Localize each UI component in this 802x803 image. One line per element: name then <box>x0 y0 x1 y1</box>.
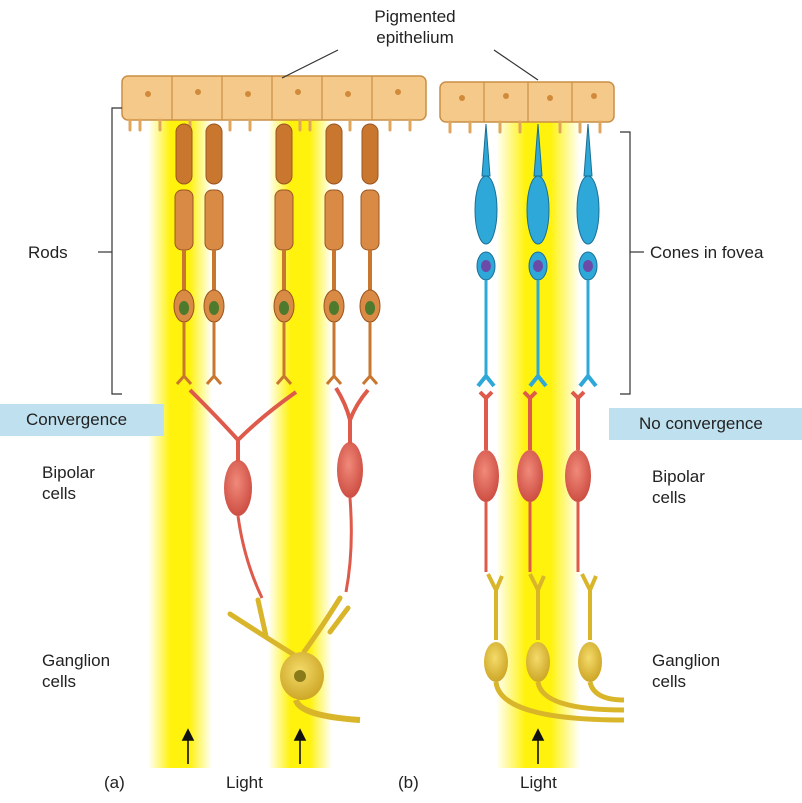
bipolar-cells-label-right: Bipolar cells <box>652 466 705 508</box>
cone-terminal <box>580 376 596 386</box>
cones-in-fovea-label: Cones in fovea <box>650 242 763 263</box>
rod-inner-segment <box>325 190 343 250</box>
rod-nucleus <box>279 301 289 315</box>
cones-group <box>475 124 599 386</box>
bipolar-axon <box>346 498 351 592</box>
cone-inner-segment <box>577 176 599 244</box>
cone-terminal <box>478 376 494 386</box>
light-arrows <box>183 730 543 764</box>
no-convergence-band: No convergence <box>609 408 802 440</box>
pigmented-epithelium-line2: epithelium <box>352 27 478 48</box>
cone-outer-segment <box>482 124 490 176</box>
bipolar-right-line1: Bipolar <box>652 466 705 487</box>
rod-outer-segment <box>176 124 192 184</box>
ganglion-left-line1: Ganglion <box>42 650 110 671</box>
ganglion-cells-label-right: Ganglion cells <box>652 650 720 692</box>
rod-nucleus <box>365 301 375 315</box>
bipolar-left-line2: cells <box>42 483 95 504</box>
bipolar-left-line1: Bipolar <box>42 462 95 483</box>
bipolar-dendrites <box>336 388 368 420</box>
rod-inner-segment <box>205 190 223 250</box>
rod-terminal <box>363 376 377 384</box>
bipolar-cell-b1 <box>473 392 499 572</box>
cone-nucleus <box>481 260 491 272</box>
ganglion-cell-b3 <box>578 574 624 700</box>
ganglion-left-line2: cells <box>42 671 110 692</box>
bipolar-cell-body <box>565 450 591 502</box>
ganglion-cell-body <box>578 642 602 682</box>
rod-nucleus <box>209 301 219 315</box>
rod-nucleus <box>329 301 339 315</box>
rod-inner-segment <box>175 190 193 250</box>
rod-outer-segment <box>362 124 378 184</box>
bipolar-right-line2: cells <box>652 487 705 508</box>
cone-nucleus <box>533 260 543 272</box>
ganglion-right-line2: cells <box>652 671 720 692</box>
ganglion-axon <box>590 682 624 700</box>
panel-b-label: (b) <box>398 772 419 793</box>
bipolar-cells-group <box>190 388 591 598</box>
bipolar-cells-label-left: Bipolar cells <box>42 462 95 504</box>
rod-nucleus <box>179 301 189 315</box>
bipolar-cell-body <box>473 450 499 502</box>
no-convergence-label: No convergence <box>639 414 763 433</box>
rod-outer-segment <box>206 124 222 184</box>
rod-outer-segment <box>276 124 292 184</box>
bipolar-cell-body <box>337 442 363 498</box>
rod-inner-segment <box>361 190 379 250</box>
ganglion-cell-body <box>484 642 508 682</box>
ganglion-cells-label-left: Ganglion cells <box>42 650 110 692</box>
convergence-label: Convergence <box>26 410 127 429</box>
bipolar-cell-body <box>517 450 543 502</box>
cone-outer-segment <box>584 124 592 176</box>
rod-inner-segment <box>275 190 293 250</box>
ganglion-cell-body <box>526 642 550 682</box>
light-label-right: Light <box>520 772 557 793</box>
cone-3 <box>577 124 599 386</box>
cone-1 <box>475 124 497 386</box>
bipolar-dendrites <box>480 392 492 398</box>
rod-outer-segment <box>326 124 342 184</box>
ganglion-dendrites <box>582 574 596 590</box>
pigmented-epithelium-label: Pigmented epithelium <box>352 6 478 48</box>
bipolar-cell-body <box>224 460 252 516</box>
ganglion-nucleus <box>294 670 306 682</box>
cone-inner-segment <box>527 176 549 244</box>
rods-label: Rods <box>28 242 68 263</box>
cone-inner-segment <box>475 176 497 244</box>
bipolar-axon <box>238 516 262 598</box>
light-label-left: Light <box>226 772 263 793</box>
convergence-band: Convergence <box>0 404 164 436</box>
cone-nucleus <box>583 260 593 272</box>
ganglion-right-line1: Ganglion <box>652 650 720 671</box>
pigmented-epithelium-line1: Pigmented <box>352 6 478 27</box>
bipolar-cell-a2 <box>336 388 368 592</box>
rod-5 <box>360 124 380 384</box>
panel-a-label: (a) <box>104 772 125 793</box>
